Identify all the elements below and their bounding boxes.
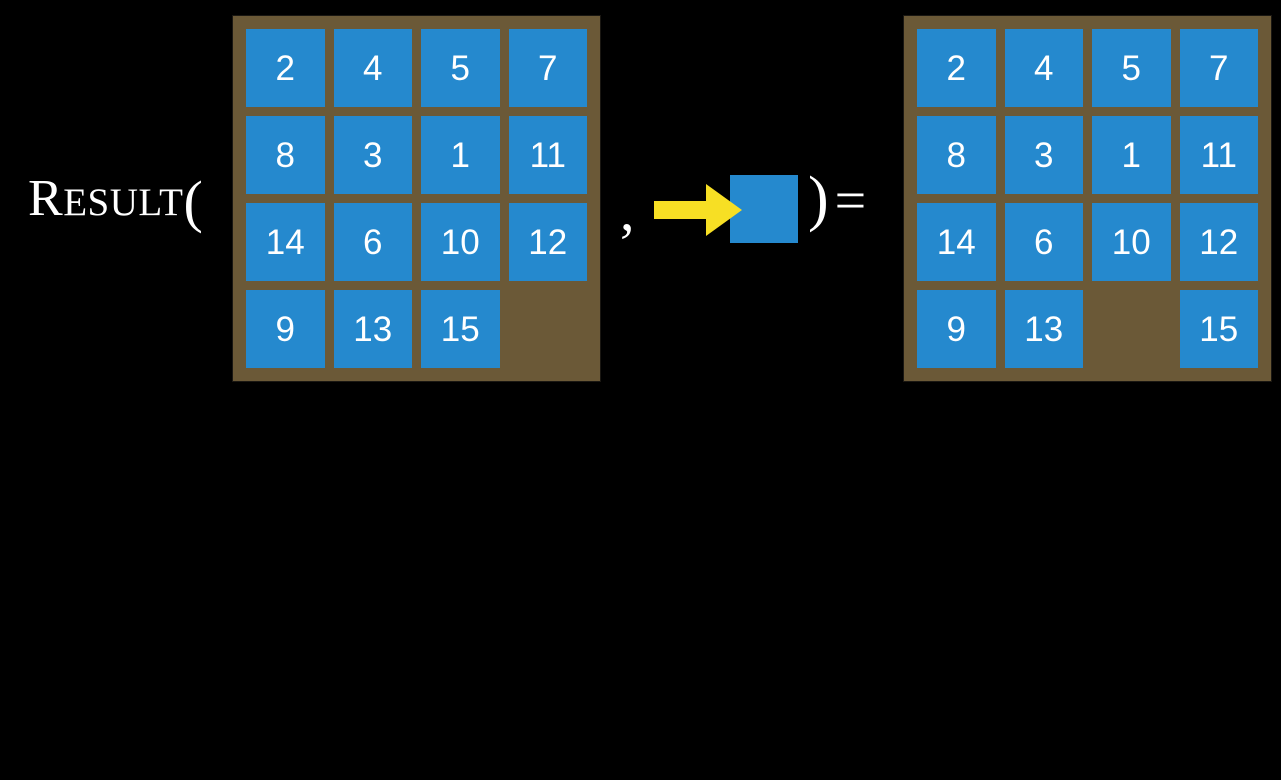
tile[interactable]: 2	[246, 29, 325, 107]
tile[interactable]: 3	[1004, 116, 1083, 194]
tile[interactable]: 8	[246, 116, 325, 194]
tile[interactable]: 9	[917, 290, 996, 368]
tile[interactable]: 2	[917, 29, 996, 107]
empty-slot[interactable]	[509, 290, 588, 368]
empty-slot[interactable]	[1092, 290, 1171, 368]
tile[interactable]: 4	[333, 29, 412, 107]
tile[interactable]: 15	[1179, 290, 1258, 368]
tile[interactable]: 6	[333, 203, 412, 281]
tile[interactable]: 4	[1004, 29, 1083, 107]
move-tile-square	[730, 175, 798, 243]
tile[interactable]: 9	[246, 290, 325, 368]
tile[interactable]: 13	[333, 290, 412, 368]
tile[interactable]: 6	[1004, 203, 1083, 281]
tile[interactable]: 7	[508, 29, 587, 107]
tile[interactable]: 10	[1092, 203, 1171, 281]
result-label-body: ESULT	[63, 181, 184, 224]
tile[interactable]: 12	[508, 203, 587, 281]
argument-separator-comma: ,	[620, 178, 635, 243]
equation-row-1: RESULT( 2 4 5 7 8 3 1 11 14 6 10 12 9 13…	[0, 390, 1281, 780]
tile[interactable]: 10	[421, 203, 500, 281]
tile[interactable]: 5	[421, 29, 500, 107]
output-board[interactable]: 2 4 5 7 8 3 1 11 14 6 10 12 9 13 15	[903, 15, 1272, 382]
tile[interactable]: 5	[1092, 29, 1171, 107]
input-board[interactable]: 2 4 5 7 8 3 1 11 14 6 10 12 9 13 15	[232, 15, 601, 382]
tile[interactable]: 11	[508, 116, 587, 194]
open-paren: (	[183, 169, 204, 234]
result-label-initial: R	[28, 170, 64, 227]
tile[interactable]: 15	[421, 290, 500, 368]
tile[interactable]: 14	[246, 203, 325, 281]
tile[interactable]: 14	[917, 203, 996, 281]
equals-sign: =	[834, 170, 867, 232]
tile[interactable]: 1	[1092, 116, 1171, 194]
result-function-label: RESULT(	[28, 173, 203, 231]
close-paren: )	[808, 165, 829, 233]
equation-row-0: RESULT( 2 4 5 7 8 3 1 11 14 6 10 12 9 13…	[28, 15, 1272, 382]
equation-closer: )=	[808, 168, 866, 230]
arrow-right-icon	[654, 184, 742, 236]
tile[interactable]: 11	[1179, 116, 1258, 194]
tile[interactable]: 7	[1179, 29, 1258, 107]
move-action-right[interactable]	[650, 168, 806, 252]
tile[interactable]: 8	[917, 116, 996, 194]
tile[interactable]: 13	[1004, 290, 1083, 368]
tile[interactable]: 12	[1179, 203, 1258, 281]
tile[interactable]: 1	[421, 116, 500, 194]
tile[interactable]: 3	[333, 116, 412, 194]
